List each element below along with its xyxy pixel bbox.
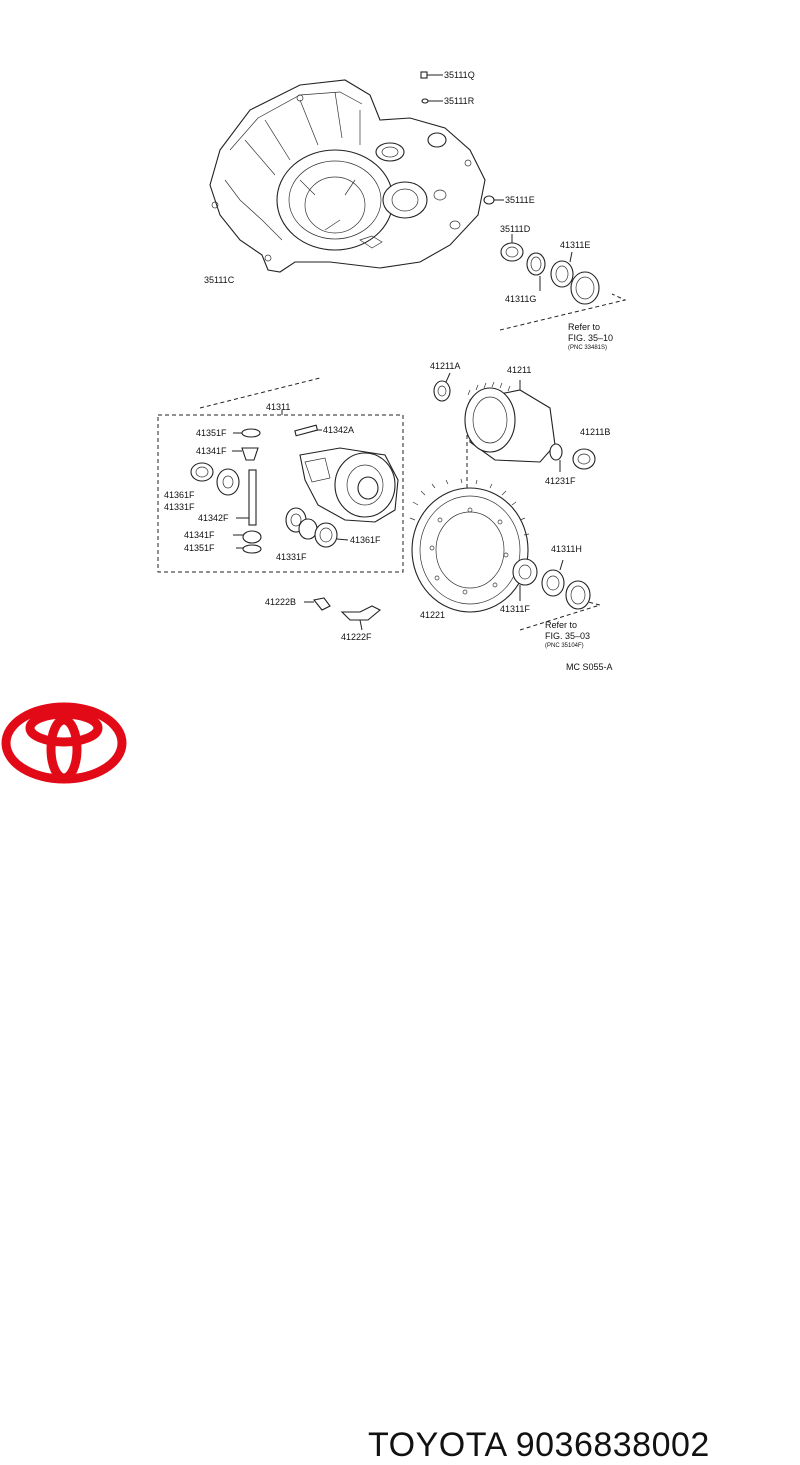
label-41211: 41211 [507, 365, 531, 375]
upper-bearing-set [500, 234, 600, 305]
brand-footer: TOYOTA 9036838002 [0, 690, 800, 1464]
lower-reference-line [519, 601, 602, 631]
differential-group-box [157, 414, 404, 573]
label-41361F-right: 41361F [350, 535, 381, 545]
housing-small-parts [359, 71, 504, 205]
label-35111Q: 35111Q [444, 70, 475, 80]
label-refer-2a: Refer to [545, 620, 577, 630]
parts-diagram: 35111Q 35111R 35111E 35111D 41311E 41311… [157, 70, 627, 672]
label-41211B: 41211B [580, 427, 610, 437]
label-41351F-top: 41351F [196, 428, 227, 438]
brand-part-number: TOYOTA 9036838002 [368, 1426, 710, 1464]
upper-reference-line [499, 293, 627, 331]
toyota-logo-icon [1, 702, 127, 784]
label-41361F-left: 41361F [164, 490, 195, 500]
label-41342F: 41342F [198, 513, 229, 523]
label-refer-1a: Refer to [568, 322, 600, 332]
label-41231F: 41231F [545, 476, 576, 486]
label-41351F-bottom: 41351F [184, 543, 215, 553]
label-41341F-top: 41341F [196, 446, 227, 456]
label-41211A: 41211A [430, 361, 460, 371]
diff-reference-line [199, 377, 321, 409]
label-refer-2c: (PNC 35104F) [545, 643, 584, 649]
label-41311: 41311 [266, 402, 290, 412]
gear-assembly [409, 372, 596, 613]
label-35111E: 35111E [505, 195, 535, 205]
label-41311F: 41311F [500, 604, 530, 614]
label-refer-2b: FIG. 35–03 [545, 631, 590, 641]
label-41331F-bottom: 41331F [276, 552, 307, 562]
label-35111R: 35111R [444, 96, 475, 106]
label-41331F-left: 41331F [164, 502, 195, 512]
label-35111C: 35111C [204, 275, 235, 285]
label-41342A: 41342A [323, 425, 354, 435]
toyota-logo-shape [1, 702, 127, 784]
bolt-and-plate [304, 597, 381, 631]
label-41341F-bottom: 41341F [184, 530, 215, 540]
label-diagram-code: MC S055-A [566, 662, 613, 672]
label-refer-1c: (PNC 33481S) [568, 345, 607, 351]
differential-parts [190, 424, 399, 554]
label-35111D: 35111D [500, 224, 531, 234]
part-labels: 35111Q 35111R 35111E 35111D 41311E 41311… [164, 70, 613, 672]
label-41311H: 41311H [551, 544, 582, 554]
label-41311E: 41311E [560, 240, 590, 250]
label-41222B: 41222B [265, 597, 296, 607]
label-41311G: 41311G [505, 294, 536, 304]
label-41221: 41221 [420, 610, 445, 620]
transaxle-housing [209, 79, 486, 273]
label-refer-1b: FIG. 35–10 [568, 333, 613, 343]
label-41222F: 41222F [341, 632, 372, 642]
